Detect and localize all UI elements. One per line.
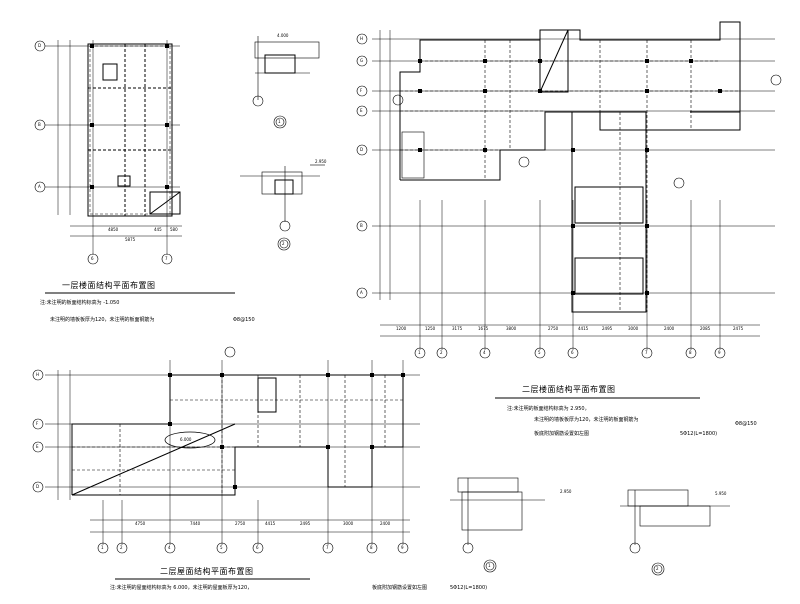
plan2-rebar-spec: 5Φ12(L=1800)	[680, 431, 718, 437]
dim-label: 4415	[265, 521, 276, 526]
dim-label: 3800	[506, 326, 517, 331]
dim-label: 2400	[380, 521, 391, 526]
axis-label: B	[38, 122, 41, 127]
plan1-grid	[45, 40, 182, 255]
plan2-columns	[418, 59, 722, 295]
axis-label: G	[360, 58, 364, 63]
plan2-note: 注:未注明的板面结构标高为 2.950，	[507, 406, 590, 412]
dim-label: 4750	[135, 521, 146, 526]
axis-label: 8	[689, 350, 692, 355]
dim-label: 2495	[300, 521, 311, 526]
axis-label: 6	[571, 350, 574, 355]
plan2-rebar-note: Φ8@150	[735, 421, 757, 427]
dim-label: 4415	[578, 326, 589, 331]
detail-number: 1	[278, 119, 281, 124]
plan3-beams	[72, 375, 403, 495]
plan3-grid	[45, 360, 420, 545]
detail-elevation: 2.950	[560, 489, 572, 494]
axis-label: 7	[165, 256, 168, 261]
dim-label: 5875	[125, 237, 136, 242]
plan1-rebar-note: Φ8@150	[233, 317, 255, 323]
dim-label: 1250	[425, 326, 436, 331]
plan2-walls	[399, 21, 741, 313]
axis-label: D	[38, 43, 42, 48]
dim-label: 2400	[664, 326, 675, 331]
detail-number: 2	[282, 241, 285, 246]
plan3-note: 注:未注明的屋面结构标高为 6.000，未注明的屋面板厚为120，	[110, 585, 253, 591]
axis-label: 1	[101, 545, 104, 550]
dim-label: 1675	[478, 326, 489, 331]
axis-label: B	[360, 223, 363, 228]
detail-elevation: 2.950	[315, 159, 327, 164]
axis-label: H	[36, 372, 40, 377]
detail-elevation: 4.000	[277, 33, 289, 38]
axis-label: A	[38, 184, 41, 189]
plan1-note: 注:未注明的板面结构标高为 -1.050	[40, 300, 120, 306]
dim-label: 2495	[602, 326, 613, 331]
axis-label: D	[360, 147, 364, 152]
axis-label: 4	[168, 545, 171, 550]
plan2-beams	[400, 40, 740, 312]
dim-label: 7440	[190, 521, 201, 526]
axis-label: 8	[370, 545, 373, 550]
axis-label: 5	[220, 545, 223, 550]
dim-label: 445	[154, 227, 162, 232]
dim-label: 4850	[108, 227, 119, 232]
dim-label: 1200	[396, 326, 407, 331]
axis-label: 5	[538, 350, 541, 355]
dim-label: 2750	[235, 521, 246, 526]
axis-label: H	[360, 36, 364, 41]
detail-section-d	[620, 489, 730, 576]
detail-number: 2	[656, 566, 659, 571]
plan3-title: 二层屋面结构平面布置图	[160, 567, 254, 576]
axis-label: 7	[326, 545, 329, 550]
plan3-elevation: 6.000	[180, 437, 192, 442]
detail-number: 1	[488, 563, 491, 568]
axis-label: F	[360, 88, 363, 93]
plan2-note: 未注明的墙板板厚为120，未注明的板面钢筋为	[534, 417, 639, 423]
plan3-axis-bubbles	[32, 346, 409, 554]
axis-label: 2	[440, 350, 443, 355]
axis-label: A	[360, 290, 363, 295]
plan1-title: 一层楼面结构平面布置图	[62, 281, 156, 290]
axis-label: 4	[483, 350, 486, 355]
axis-label: 2	[120, 545, 123, 550]
axis-label: 1	[418, 350, 421, 355]
plan3-rebar-spec: 5Φ12(L=1800)	[450, 585, 488, 591]
dim-label: 2750	[548, 326, 559, 331]
dim-label: 2085	[700, 326, 711, 331]
plan2-axis-bubbles	[356, 33, 782, 359]
detail-section-b	[240, 164, 325, 251]
plan3-columns	[168, 373, 405, 489]
dim-label: 2475	[733, 326, 744, 331]
plan3-walls	[71, 374, 404, 496]
dim-label: 3175	[452, 326, 463, 331]
axis-label: 9	[718, 350, 721, 355]
detail-elevation: 5.950	[715, 491, 727, 496]
plan1-columns	[90, 44, 169, 189]
axis-label: 7	[645, 350, 648, 355]
axis-label: D	[36, 484, 40, 489]
dim-label: 3000	[343, 521, 354, 526]
detail-section-a	[252, 36, 320, 129]
plan1-walls	[87, 43, 181, 217]
plan2-note: 板底附加钢筋设置如左图	[534, 431, 590, 437]
detail-section-c	[450, 477, 545, 573]
plan1-axis-bubbles	[34, 40, 173, 265]
axis-label: 6	[91, 256, 94, 261]
dim-label: 3000	[628, 326, 639, 331]
plan1-note: 未注明的墙板板厚为120，未注明的板面钢筋为	[50, 317, 155, 323]
plan2-grid	[372, 30, 775, 350]
dim-label: 580	[170, 227, 178, 232]
plan3-note: 板底附加钢筋设置如左图	[372, 585, 428, 591]
axis-label: 9	[401, 545, 404, 550]
axis-label: 6	[256, 545, 259, 550]
axis-label: E	[360, 108, 363, 113]
axis-label: F	[36, 421, 39, 426]
axis-label: E	[36, 444, 39, 449]
plan2-title: 二层楼面结构平面布置图	[522, 385, 616, 394]
